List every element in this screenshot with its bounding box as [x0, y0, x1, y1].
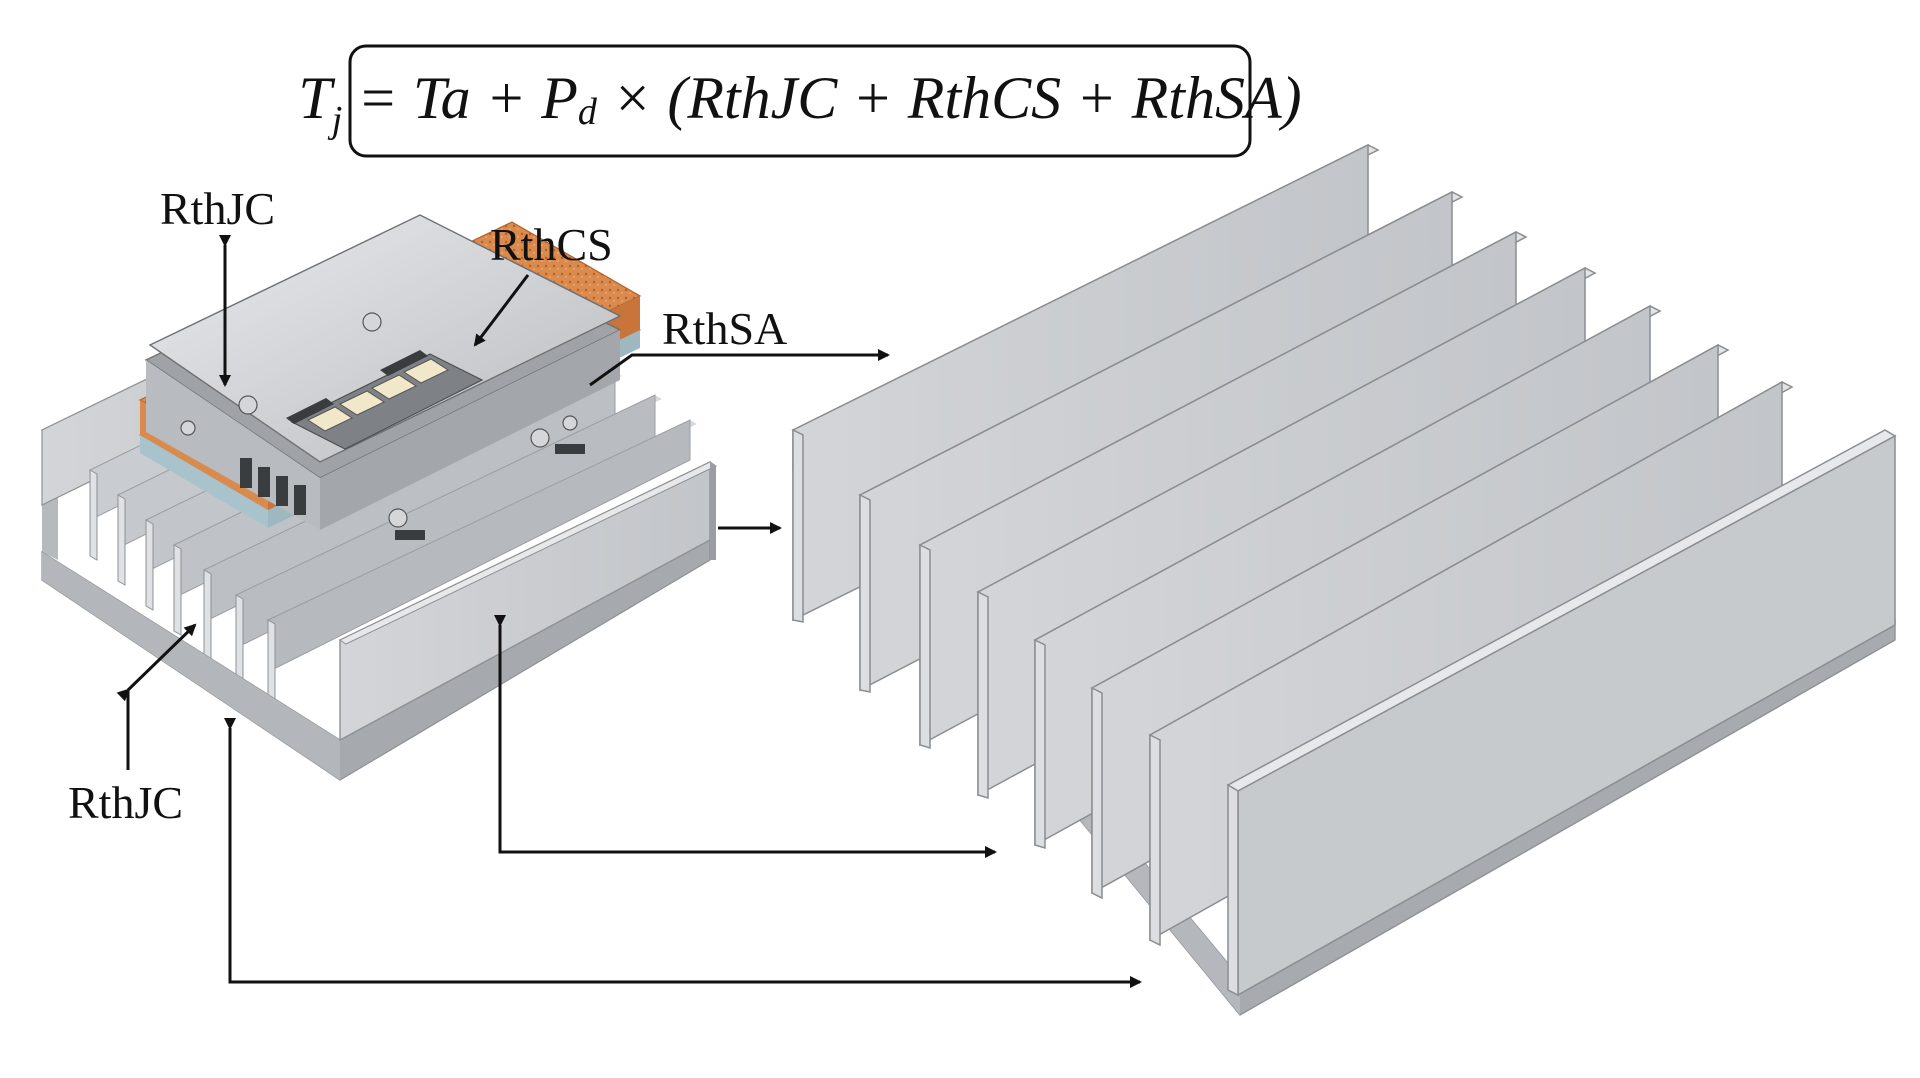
formula-box: Tj = Ta + Pd × (RthJC + RthCS + RthSA): [298, 44, 1302, 158]
arrow-rthjc-bottom: [116, 623, 197, 702]
large-heatsink-fins: [791, 143, 1897, 997]
large-heatsink: [791, 143, 1897, 1016]
arrow-rthsa: [589, 349, 890, 387]
arrow-rthcs: [473, 274, 530, 347]
package-pins: [240, 444, 585, 540]
labels: RthJC RthCS RthSA RthJC: [68, 183, 787, 828]
formula-r3: RthSA: [1131, 65, 1282, 131]
formula: Tj = Ta + Pd × (RthJC + RthCS + RthSA): [298, 65, 1301, 141]
label-rthjc-bottom: RthJC: [68, 777, 183, 828]
formula-plus-1: +: [471, 65, 542, 131]
screws: [180, 312, 578, 528]
chip-lid: [148, 214, 622, 463]
formula-plus-3: +: [1061, 65, 1132, 131]
label-rthjc-top: RthJC: [160, 183, 275, 234]
formula-close: ): [1279, 65, 1302, 131]
small-heatsink-assembly: [40, 214, 718, 781]
formula-p: P: [540, 65, 578, 131]
formula-times: × (: [597, 65, 691, 131]
label-rthcs: RthCS: [490, 219, 613, 270]
annotation-arrows: [116, 235, 1142, 988]
formula-p-sub: d: [578, 91, 598, 133]
chip-package: [144, 214, 622, 540]
formula-plus-2: +: [837, 65, 908, 131]
label-rthsa: RthSA: [662, 303, 787, 354]
formula-t: T: [298, 65, 335, 131]
formula-eq: =: [342, 65, 413, 131]
arrow-outer-path: [224, 718, 1142, 988]
formula-r1: RthJC: [686, 65, 838, 131]
formula-ta: Ta: [413, 65, 471, 131]
chip-die-window: [290, 353, 484, 450]
formula-r2: RthCS: [907, 65, 1061, 131]
